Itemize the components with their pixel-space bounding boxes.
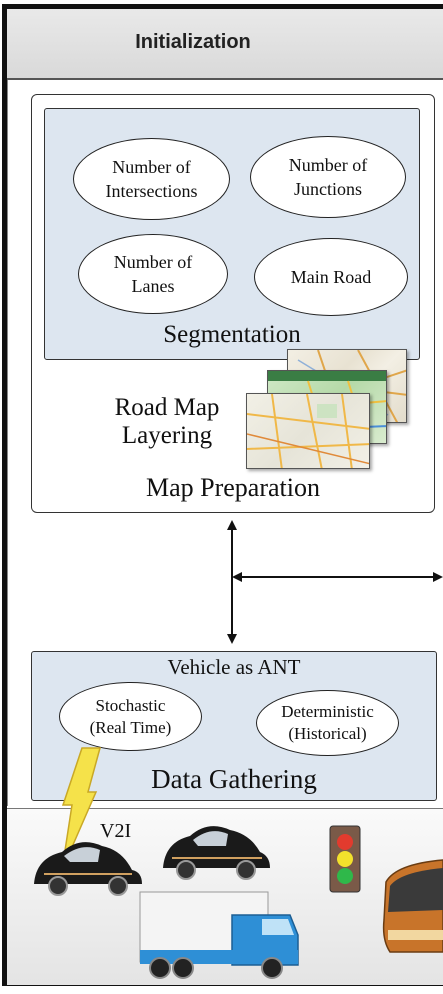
lanes-ellipse: Number of Lanes [78,234,228,314]
stochastic-ellipse: Stochastic (Real Time) [59,682,202,751]
map-preparation-title: Map Preparation [145,473,320,502]
data-gathering-title: Data Gathering [151,764,317,794]
header-title: Initialization [135,31,251,53]
intersections-ellipse: Number of Intersections [73,138,230,220]
segmentation-title: Segmentation [163,321,301,348]
v2i-label: V2I [100,820,132,842]
vehicle-strip [7,808,443,985]
junctions-ellipse: Number of Junctions [250,136,406,218]
vehicle-as-ant-label: Vehicle as ANT [167,655,301,679]
road-map-layering-label: Road Map Layering [114,394,220,449]
map-layer-front [246,393,370,469]
initialization-header: Initialization [7,9,443,80]
deterministic-ellipse: Deterministic (Historical) [256,690,399,756]
map-layer-front-lines [247,394,369,468]
main-road-ellipse: Main Road [254,238,408,316]
